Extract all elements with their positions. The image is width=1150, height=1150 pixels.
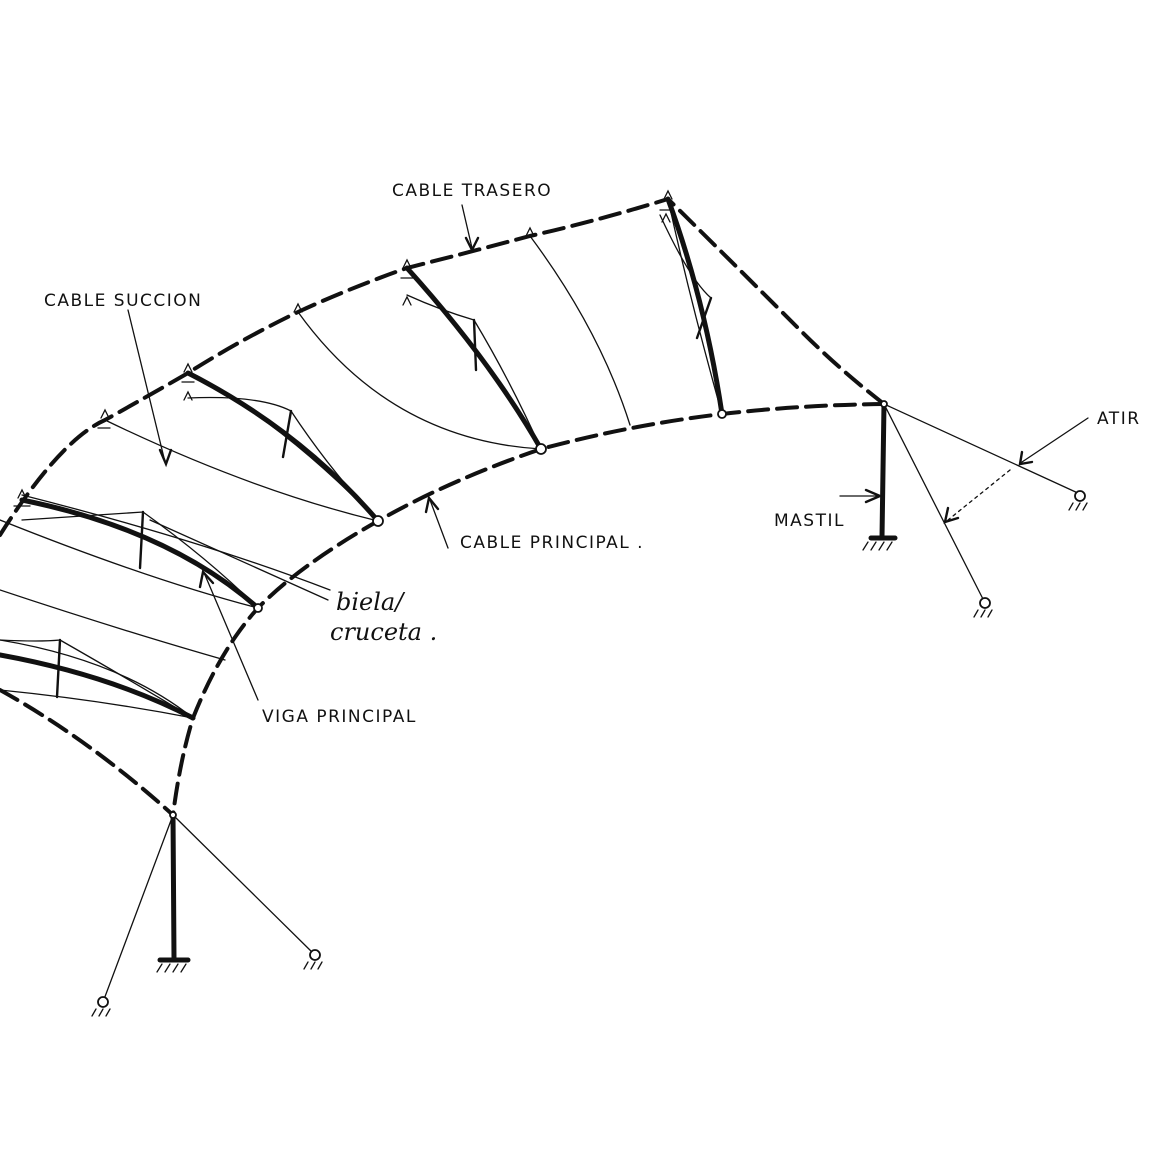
label-cable-succion: CABLE SUCCION [44,291,202,311]
joints [169,400,888,819]
lower-cable [0,688,175,817]
label-biela: biela/ [336,588,406,616]
principal-cable [171,402,886,817]
back-cable [0,196,886,537]
label-mastil: MASTIL [774,511,845,531]
tie-backs [91,403,1088,1017]
leader-lines [127,204,1089,701]
struts [0,214,713,719]
anchor-marks [13,189,673,507]
label-atir: ATIR [1097,409,1141,429]
masts [156,401,898,973]
label-cable-principal: CABLE PRINCIPAL . [460,533,644,553]
label-cruceta: cruceta . [330,618,437,646]
label-cable-trasero: CABLE TRASERO [392,181,552,201]
label-viga-principal: VIGA PRINCIPAL [262,707,417,727]
